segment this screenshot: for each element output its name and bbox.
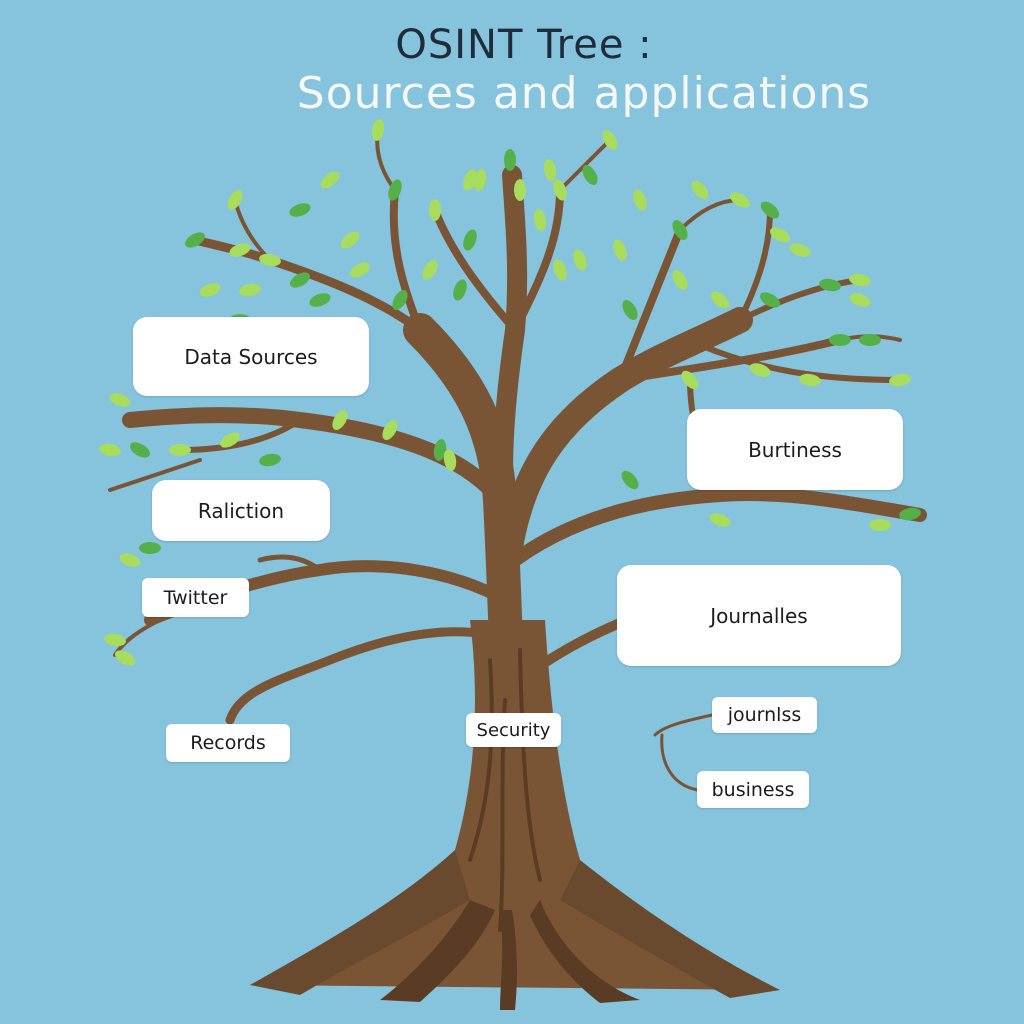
label-business: business: [697, 771, 809, 808]
leaf: [553, 179, 567, 201]
leaf: [309, 293, 331, 307]
leaf: [681, 370, 699, 390]
leaf: [749, 363, 771, 377]
leaf: [119, 553, 141, 567]
leaf: [710, 291, 730, 309]
leaf: [443, 449, 457, 471]
label-records: Records: [166, 724, 290, 762]
leaf: [819, 278, 841, 292]
leaf: [869, 519, 891, 531]
leaf: [340, 231, 360, 249]
leaf: [899, 507, 921, 521]
tree-trunk: [250, 620, 780, 1010]
leaf: [760, 201, 780, 219]
leaf: [229, 243, 251, 257]
leaf: [388, 179, 402, 201]
leaf: [169, 444, 191, 456]
leaf: [789, 243, 811, 257]
leaf: [622, 300, 638, 320]
leaf: [350, 262, 370, 278]
leaf: [332, 410, 348, 430]
leaf: [320, 171, 340, 189]
leaf: [829, 334, 851, 346]
leaf: [770, 227, 790, 243]
leaf: [239, 283, 261, 297]
label-security: Security: [466, 713, 561, 747]
diagram-title: OSINT Tree :: [395, 22, 653, 68]
leaf: [543, 159, 557, 181]
leaf: [582, 165, 598, 185]
label-data-sources: Data Sources: [133, 317, 369, 396]
leaf: [290, 272, 310, 288]
label-journlss: journlss: [712, 697, 817, 733]
leaf: [730, 192, 750, 208]
leaf: [104, 633, 126, 647]
leaf: [422, 260, 438, 280]
leaf: [889, 373, 911, 387]
leaf: [463, 229, 477, 251]
leaf: [199, 283, 221, 297]
leaf: [185, 232, 205, 248]
leaf: [220, 432, 240, 448]
leaf: [289, 203, 311, 217]
leaf: [859, 334, 881, 346]
leaf: [672, 220, 688, 240]
leaf: [691, 180, 709, 200]
leaf: [514, 179, 526, 201]
leaf: [139, 542, 161, 554]
leaf: [99, 443, 121, 457]
leaf: [504, 149, 516, 171]
leaf: [849, 273, 871, 287]
leaf: [760, 292, 780, 308]
leaf: [621, 470, 639, 490]
leaf: [429, 199, 441, 221]
leaf: [533, 209, 547, 231]
leaf: [553, 259, 567, 281]
leaf: [453, 279, 467, 301]
label-journalles: Journalles: [617, 565, 901, 666]
label-raliction: Raliction: [152, 480, 330, 541]
leaf: [382, 420, 398, 440]
leaf: [799, 373, 821, 387]
leaf: [371, 119, 385, 141]
label-twitter: Twitter: [142, 578, 249, 617]
leaf: [463, 169, 477, 191]
leaf: [849, 293, 871, 307]
leaf: [227, 190, 243, 210]
leaf: [115, 650, 135, 666]
label-burtiness: Burtiness: [687, 409, 903, 490]
diagram-subtitle: Sources and applications: [296, 68, 872, 119]
leaf: [709, 513, 731, 527]
leaf: [259, 253, 281, 267]
leaf: [573, 249, 587, 271]
leaf: [633, 189, 647, 211]
tree-leaves: [99, 119, 921, 666]
leaf: [602, 130, 618, 150]
leaf: [473, 169, 487, 191]
leaf: [109, 393, 131, 407]
leaf: [613, 239, 627, 261]
leaf: [259, 453, 281, 467]
leaf: [672, 270, 688, 290]
leaf: [392, 290, 408, 310]
leaf: [433, 439, 447, 461]
leaf: [130, 442, 150, 458]
